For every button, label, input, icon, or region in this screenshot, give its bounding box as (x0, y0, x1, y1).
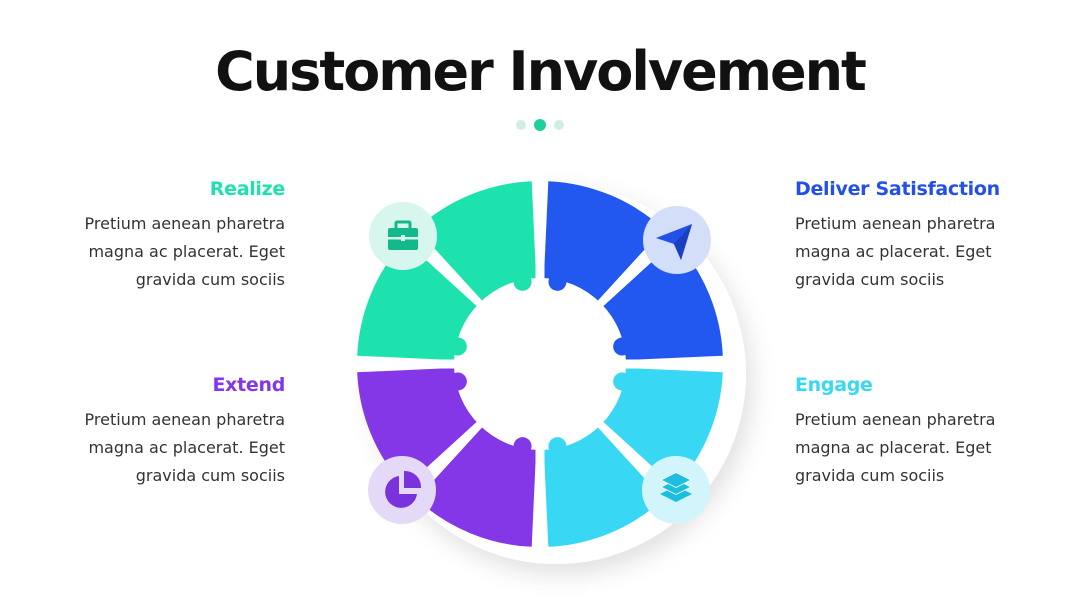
pagination-dots (516, 118, 564, 132)
extend-icon-bg (368, 456, 436, 524)
engage-text: Pretium aenean pharetra magna ac placera… (795, 406, 1005, 490)
engage-segment-piece[interactable] (599, 367, 723, 488)
deliver-icon-badge[interactable] (643, 206, 711, 274)
deliver-puzzle-knob (548, 272, 567, 291)
realize-heading: Realize (209, 178, 286, 200)
engage-block: Engage Pretium aenean pharetra magna ac … (795, 374, 1005, 490)
realize-segment-piece[interactable] (416, 181, 537, 305)
engage-line-2: magna ac placerat. Eget (795, 438, 992, 457)
extend-text: Pretium aenean pharetra magna ac placera… (75, 406, 285, 490)
pagination-dot[interactable] (554, 120, 564, 130)
realize-line-1: Pretium aenean pharetra (84, 214, 285, 233)
deliver-line-2: magna ac placerat. Eget (795, 242, 992, 261)
engage-puzzle-knob (548, 437, 567, 456)
realize-icon-badge[interactable] (369, 202, 437, 270)
deliver-line-1: Pretium aenean pharetra (795, 214, 996, 233)
realize-line-3: gravida cum sociis (135, 270, 285, 289)
extend-segment-piece[interactable] (416, 423, 537, 547)
realize-block: Realize Pretium aenean pharetra magna ac… (75, 178, 286, 294)
realize-puzzle-knob (448, 337, 467, 356)
pie-chart-icon (385, 470, 422, 508)
extend-heading: Extend (212, 374, 285, 396)
extend-segment-piece[interactable] (357, 367, 481, 488)
extend-icon-badge[interactable] (368, 456, 436, 524)
engage-line-1: Pretium aenean pharetra (795, 410, 996, 429)
deliver-line-3: gravida cum sociis (795, 270, 945, 289)
extend-line-1: Pretium aenean pharetra (84, 410, 285, 429)
realize-text: Pretium aenean pharetra magna ac placera… (75, 210, 285, 294)
wheel-hub (454, 278, 626, 450)
pagination-dot-active[interactable] (534, 119, 546, 131)
engage-icon-badge[interactable] (642, 456, 710, 524)
extend-puzzle-knob (448, 372, 467, 391)
pagination-dot[interactable] (516, 120, 526, 130)
slide-title: Customer Involvement (215, 40, 867, 103)
extend-line-3: gravida cum sociis (135, 466, 285, 485)
deliver-text: Pretium aenean pharetra magna ac placera… (795, 210, 1035, 294)
layers-icon (660, 472, 692, 502)
extend-line-2: magna ac placerat. Eget (88, 438, 285, 457)
briefcase-icon (388, 220, 418, 250)
deliver-segment-piece[interactable] (543, 181, 664, 305)
engage-heading: Engage (795, 374, 873, 396)
send-icon (656, 224, 692, 260)
engage-puzzle-knob (613, 372, 632, 391)
extend-block: Extend Pretium aenean pharetra magna ac … (75, 374, 286, 490)
deliver-heading: Deliver Satisfaction (795, 178, 1000, 200)
engage-segment-piece[interactable] (543, 423, 664, 547)
deliver-puzzle-knob (613, 337, 632, 356)
realize-segment-piece[interactable] (357, 240, 481, 361)
realize-line-2: magna ac placerat. Eget (88, 242, 285, 261)
puzzle-knobs (448, 272, 632, 456)
extend-puzzle-knob (513, 437, 532, 456)
deliver-block: Deliver Satisfaction Pretium aenean phar… (795, 178, 1035, 294)
realize-puzzle-knob (513, 272, 532, 291)
engage-line-3: gravida cum sociis (795, 466, 945, 485)
